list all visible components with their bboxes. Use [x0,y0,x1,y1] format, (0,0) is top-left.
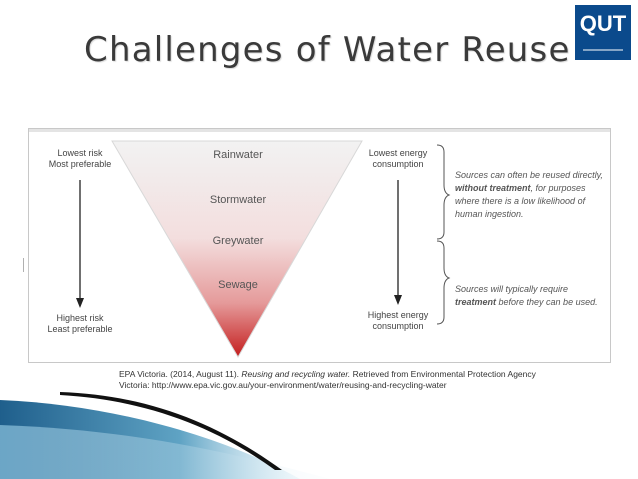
left-down-arrow-icon [76,180,84,308]
note-top-bold: without treatment [455,183,531,193]
right-bottom-line-2: consumption [372,321,424,331]
note-bottom-bold: treatment [455,297,497,307]
left-top-line-2: Most preferable [48,159,112,169]
top-brace-icon [436,144,451,240]
note-top-text-2: , for purposes where there is a low like… [455,183,586,219]
left-bottom-line-1: Highest risk [56,313,104,323]
right-top-label: Lowest energy consumption [358,148,438,170]
frame-top-border [29,129,610,132]
slide-title: Challenges of Water Reuse [84,30,571,70]
level-stormwater: Stormwater [209,194,267,206]
risk-triangle [111,140,363,358]
right-bottom-line-1: Highest energy [367,310,429,320]
right-top-line-1: Lowest energy [368,148,428,158]
bottom-brace-icon [436,240,451,325]
note-bottom-text-2: before they can be used. [496,297,598,307]
note-treatment: Sources will typically require treatment… [455,283,603,309]
left-bottom-line-2: Least preferable [47,324,113,334]
citation-text-2: Retrieved from Environmental Protection … [119,369,536,390]
left-bottom-label: Highest risk Least preferable [40,313,120,335]
left-top-line-1: Lowest risk [57,148,103,158]
note-bottom-text-1: Sources will typically require [455,284,569,294]
left-top-label: Lowest risk Most preferable [40,148,120,170]
level-greywater: Greywater [212,235,264,247]
right-top-line-2: consumption [372,159,424,169]
level-sewage: Sewage [218,279,258,291]
level-rainwater: Rainwater [213,149,263,161]
citation-text-1: EPA Victoria. (2014, August 11). [119,369,242,379]
citation-italic-title: Reusing and recycling water. [241,369,351,379]
right-down-arrow-icon [394,180,402,305]
right-bottom-label: Highest energy consumption [358,310,438,332]
note-no-treatment: Sources can often be reused directly, wi… [455,169,603,221]
qut-logo: QUT [575,5,631,60]
source-citation: EPA Victoria. (2014, August 11). Reusing… [119,369,539,391]
divider-tick [23,258,24,272]
note-top-text-1: Sources can often be reused directly, [455,170,603,180]
